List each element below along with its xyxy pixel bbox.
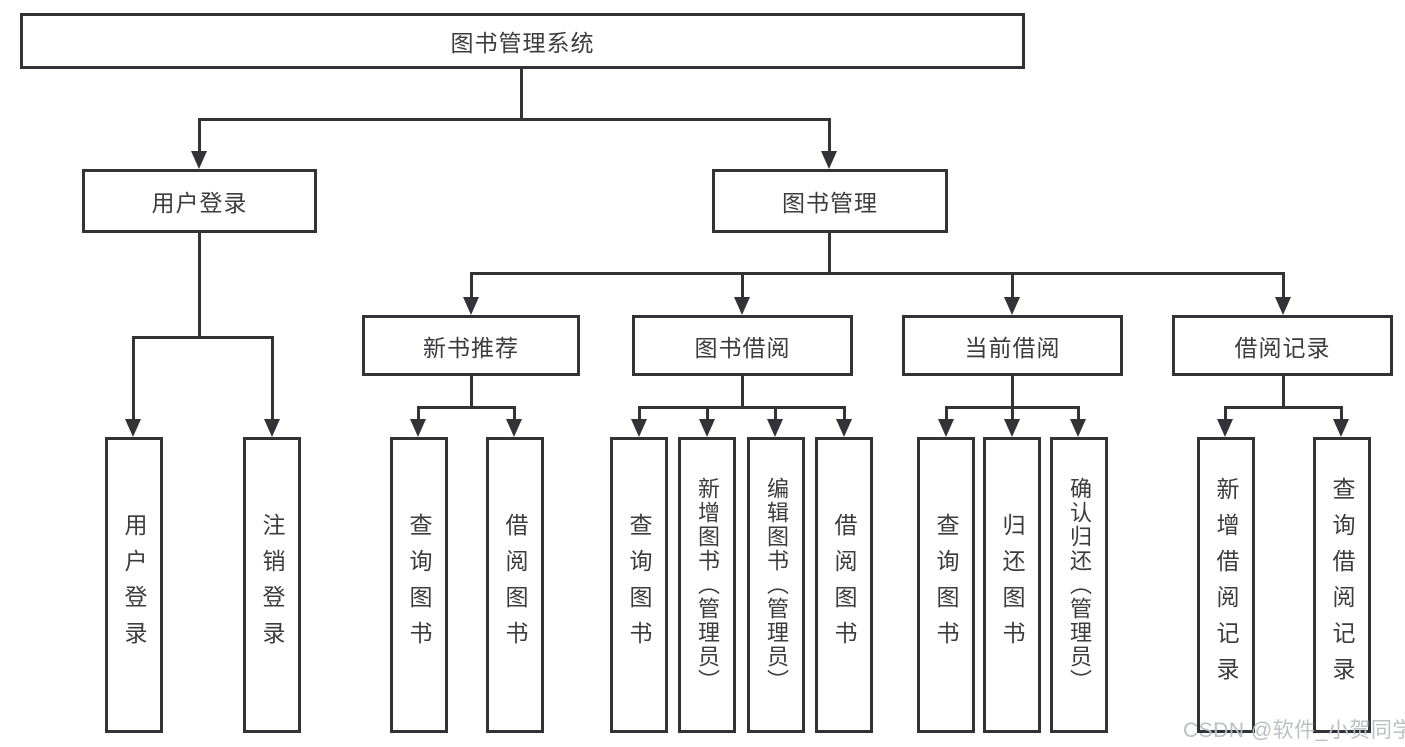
connector-line — [1282, 376, 1285, 408]
connector-line — [520, 68, 523, 120]
arrow-down-icon — [836, 419, 852, 437]
connector-line — [470, 376, 473, 408]
arrow-down-icon — [506, 419, 522, 437]
connector-line — [1224, 406, 1227, 422]
arrow-down-icon — [821, 151, 837, 169]
connector-line — [1077, 406, 1080, 422]
connector-line — [828, 233, 831, 275]
arrow-down-icon — [1333, 419, 1349, 437]
connector-line — [1011, 376, 1014, 408]
node-borrowing-records: 借阅记录 — [1172, 315, 1393, 376]
connector-line — [741, 376, 744, 408]
arrow-down-icon — [699, 419, 715, 437]
leaf-query-books-current: 查询图书 — [917, 437, 975, 733]
arrow-down-icon — [463, 297, 479, 315]
connector-line — [198, 118, 831, 121]
arrow-down-icon — [734, 297, 750, 315]
connector-line — [198, 118, 201, 154]
arrow-down-icon — [125, 419, 141, 437]
connector-line — [945, 406, 948, 422]
leaf-query-books-newrec: 查询图书 — [390, 437, 448, 733]
arrow-down-icon — [1004, 419, 1020, 437]
connector-line — [1282, 272, 1285, 300]
connector-line — [417, 406, 516, 409]
leaf-add-borrow-record: 新增借阅记录 — [1197, 437, 1255, 733]
connector-line — [706, 406, 709, 422]
connector-line — [470, 272, 473, 300]
connector-line — [741, 272, 744, 300]
leaf-query-books-borrow: 查询图书 — [610, 437, 668, 733]
leaf-edit-book-admin: 编辑图书（管理员） — [747, 437, 805, 733]
connector-line — [828, 118, 831, 154]
connector-line — [774, 406, 777, 422]
node-new-book-recommend: 新书推荐 — [362, 315, 580, 376]
node-book-borrowing: 图书借阅 — [632, 315, 853, 376]
node-user-login: 用户登录 — [82, 169, 317, 233]
connector-line — [198, 233, 201, 339]
arrow-down-icon — [1275, 297, 1291, 315]
connector-line — [1340, 406, 1343, 422]
connector-line — [132, 336, 274, 339]
leaf-borrow-books-borrow: 借阅图书 — [815, 437, 873, 733]
arrow-down-icon — [1070, 419, 1086, 437]
leaf-logout: 注销登录 — [243, 437, 301, 733]
arrow-down-icon — [767, 419, 783, 437]
leaf-return-book: 归还图书 — [983, 437, 1041, 733]
connector-line — [638, 406, 641, 422]
connector-line — [417, 406, 420, 422]
leaf-borrow-books-newrec: 借阅图书 — [486, 437, 544, 733]
arrow-down-icon — [938, 419, 954, 437]
connector-line — [271, 336, 274, 421]
node-book-management: 图书管理 — [712, 169, 948, 233]
watermark-text: CSDN @软件_小贺同学 — [1183, 719, 1405, 742]
arrow-down-icon — [191, 151, 207, 169]
connector-line — [513, 406, 516, 422]
leaf-user-login: 用户登录 — [105, 437, 163, 733]
connector-line — [1011, 272, 1014, 300]
connector-line — [638, 406, 846, 409]
arrow-down-icon — [631, 419, 647, 437]
arrow-down-icon — [410, 419, 426, 437]
connector-line — [1224, 406, 1343, 409]
arrow-down-icon — [1004, 297, 1020, 315]
arrow-down-icon — [1217, 419, 1233, 437]
arrow-down-icon — [264, 419, 280, 437]
leaf-query-borrow-record: 查询借阅记录 — [1313, 437, 1371, 733]
connector-line — [1011, 406, 1014, 422]
node-library-system: 图书管理系统 — [20, 13, 1025, 69]
connector-line — [470, 272, 1285, 275]
node-current-borrowing: 当前借阅 — [902, 315, 1123, 376]
connector-line — [132, 336, 135, 421]
leaf-confirm-return-admin: 确认归还（管理员） — [1050, 437, 1108, 733]
connector-line — [843, 406, 846, 422]
leaf-add-book-admin: 新增图书（管理员） — [678, 437, 736, 733]
